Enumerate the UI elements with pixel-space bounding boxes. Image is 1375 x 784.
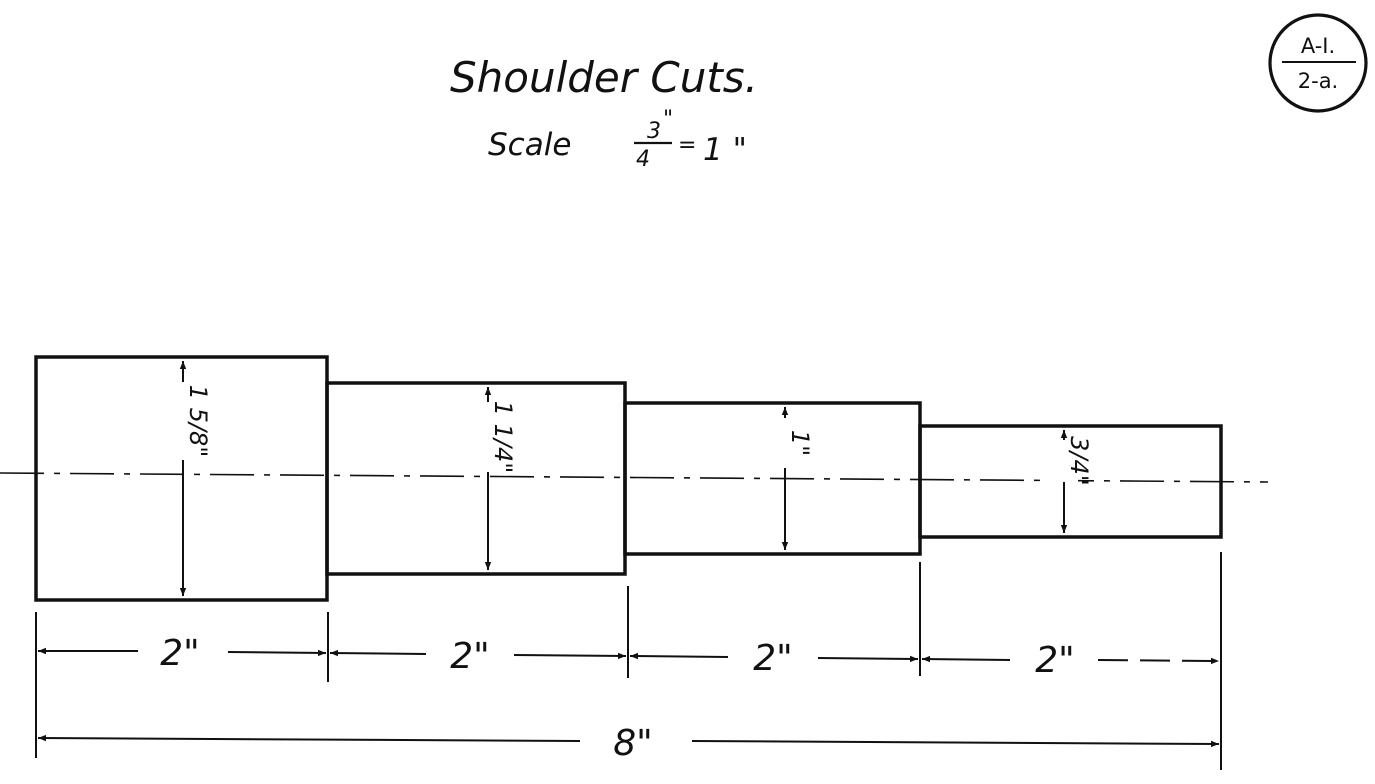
scale-numerator: 3 (647, 119, 661, 144)
length-arrow-4-left (921, 655, 1011, 663)
sheet-tag-circle (1268, 13, 1368, 113)
length-arrow-3-right (817, 655, 919, 663)
diameter-label-gap-4 (1050, 440, 1078, 482)
length-arrow-2-left (329, 649, 427, 657)
overall-length-label: 8" (613, 723, 652, 764)
scale-label: Scale (488, 127, 571, 163)
scale-denominator: 4 (636, 147, 650, 172)
length-label-4: 2" (1035, 640, 1074, 681)
diameter-label-1: 1 5/8" (184, 385, 212, 458)
length-arrow-3-left (629, 652, 729, 660)
sheet-tag: A-I. 2-a. (1268, 13, 1368, 113)
sheet-tag-top: A-I. (1301, 34, 1335, 58)
diameter-label-4: 3/4" (1065, 436, 1093, 486)
scale-equals: = (678, 133, 696, 158)
scale-value: 1 " (703, 132, 747, 168)
diameter-label-gap-3 (770, 418, 800, 468)
scale-inch-mark: " (663, 107, 673, 132)
diameter-dimensions: 1 5/8" 1 1/4" 1" 3/4" (168, 361, 1093, 596)
length-arrow-2-right (513, 652, 627, 660)
scale-note: Scale 3 " 4 = 1 " (488, 107, 747, 172)
length-dimensions: 2" 2" 2" 2" (38, 633, 1220, 681)
length-label-1: 2" (160, 633, 199, 674)
overall-arrow-right (691, 740, 1220, 748)
diameter-label-gap-1 (168, 382, 198, 460)
diameter-label-2: 1 1/4" (489, 401, 517, 474)
overall-dimension: 8" (37, 723, 1220, 764)
drawing-title: Shoulder Cuts. (450, 53, 758, 102)
length-label-2: 2" (450, 636, 489, 677)
diameter-label-3: 1" (786, 430, 814, 456)
length-label-3: 2" (753, 638, 792, 679)
overall-arrow-left (37, 734, 581, 742)
length-arrow-4-right (1097, 657, 1220, 665)
shaft-outline (34, 355, 1223, 602)
sheet-tag-bottom: 2-a. (1298, 69, 1338, 93)
diameter-label-gap-2 (473, 402, 503, 472)
extension-lines (35, 552, 1222, 770)
length-arrow-1-right (227, 649, 327, 657)
